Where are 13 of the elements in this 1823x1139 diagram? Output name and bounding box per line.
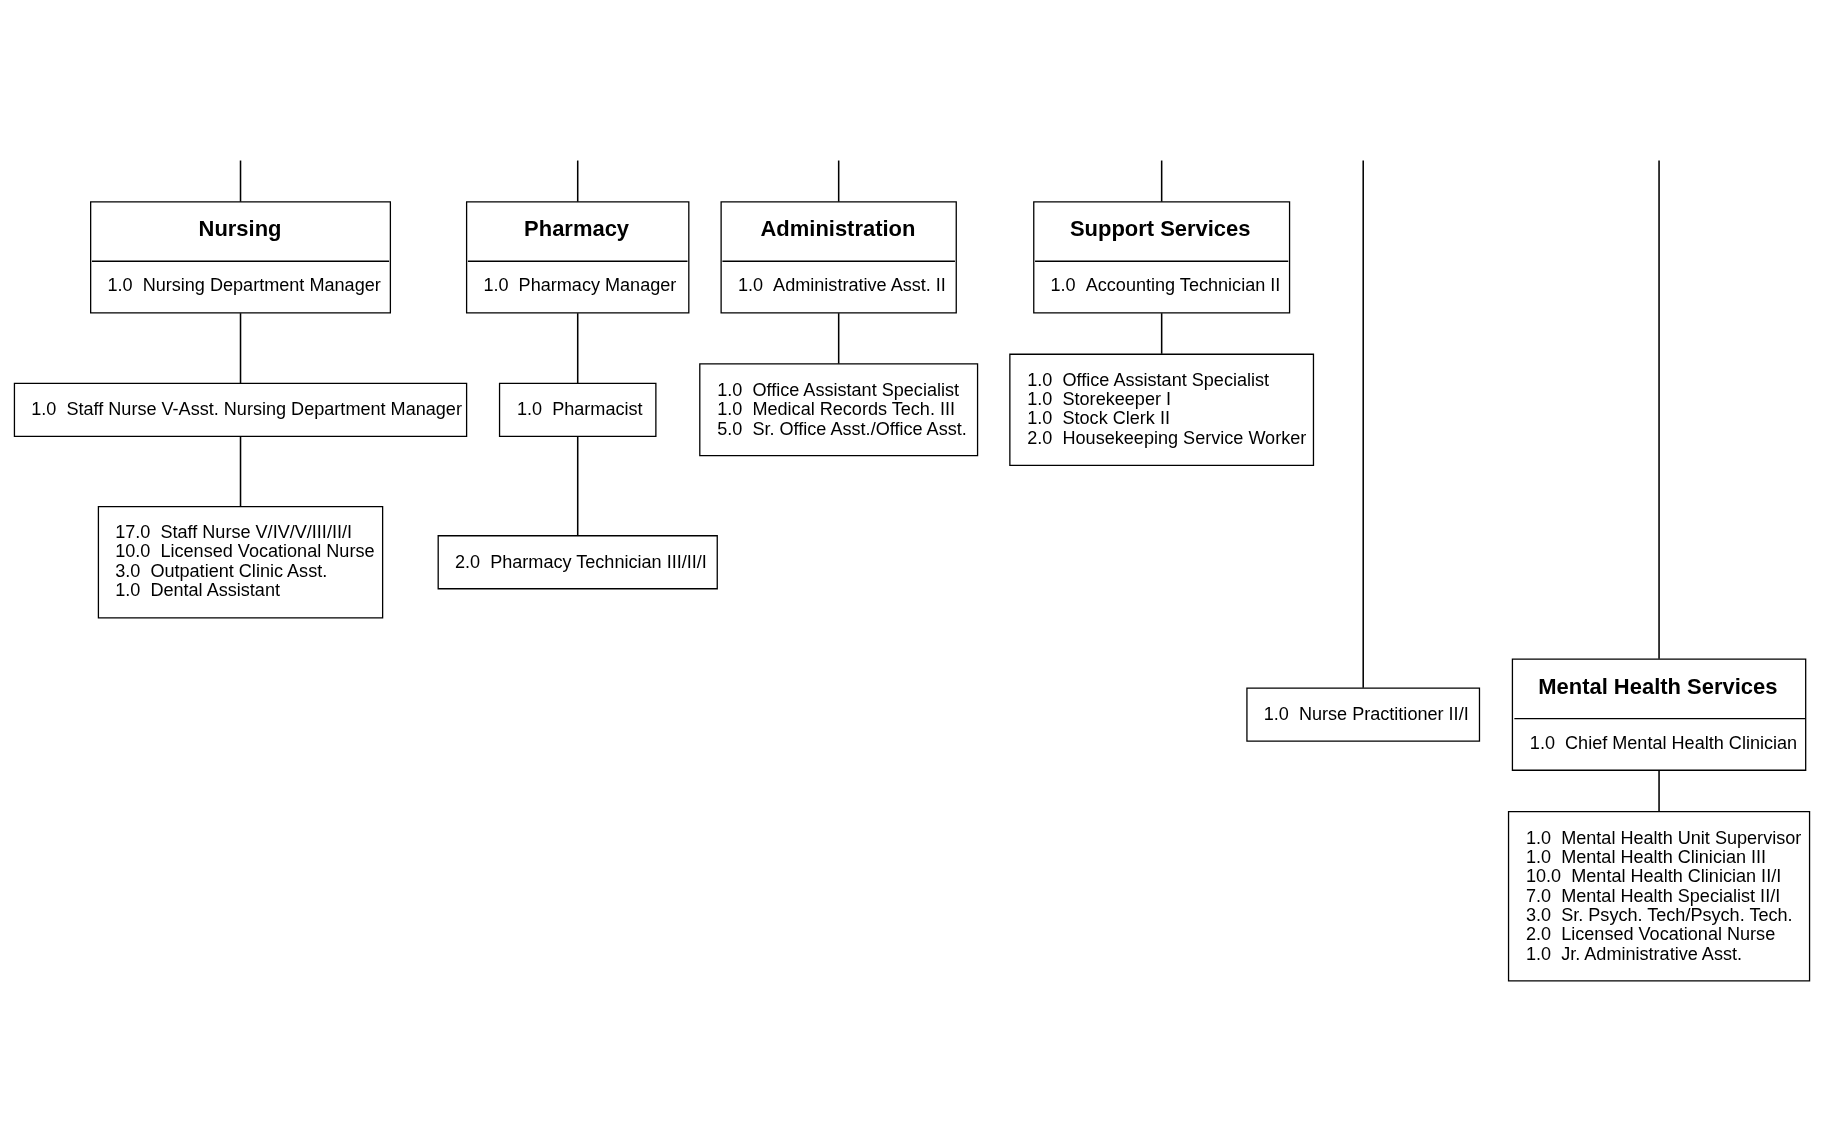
connector — [837, 159, 839, 202]
connector — [837, 311, 839, 364]
connector — [1657, 769, 1660, 812]
connector — [1657, 159, 1660, 659]
connector — [576, 435, 578, 536]
connector — [576, 159, 578, 202]
connector — [1160, 159, 1162, 202]
connector — [239, 311, 241, 384]
connector — [239, 159, 241, 202]
connector — [576, 311, 578, 384]
connector — [1361, 159, 1364, 689]
connector — [239, 435, 241, 507]
connector — [1160, 311, 1162, 355]
